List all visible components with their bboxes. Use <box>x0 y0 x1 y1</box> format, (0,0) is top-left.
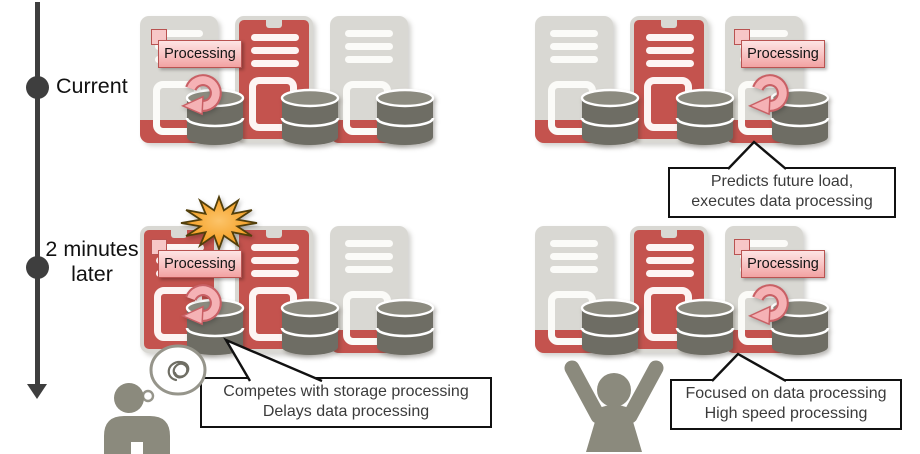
server-vent <box>550 43 598 50</box>
server-notch <box>266 19 282 28</box>
callout-competes-line1: Competes with storage processing <box>223 383 469 400</box>
database-icon <box>674 298 736 358</box>
server-notch <box>266 229 282 238</box>
processing-tag: Processing <box>151 29 242 68</box>
processing-tag-label: Processing <box>158 40 242 68</box>
server-vent <box>251 257 299 264</box>
timeline-arrowhead-icon <box>27 384 47 399</box>
burst-icon <box>179 193 259 253</box>
timeline-label-current: Current <box>56 74 128 98</box>
server-vent <box>345 253 393 260</box>
scene-later-right: Processing <box>535 226 835 376</box>
database-icon <box>374 298 436 358</box>
database-icon <box>674 88 736 148</box>
timeline-dot-current <box>26 76 49 99</box>
server-vent <box>251 60 299 67</box>
server-vent <box>251 47 299 54</box>
callout-pointer <box>223 337 323 383</box>
refresh-icon <box>747 280 793 326</box>
processing-tag: Processing <box>734 239 825 278</box>
server-vent <box>251 34 299 41</box>
callout-predicts-line2: executes data processing <box>691 193 873 211</box>
timeline-dot-later <box>26 256 49 279</box>
server-vent <box>740 30 788 37</box>
server-vent <box>550 266 598 273</box>
server-vent <box>646 60 694 67</box>
database-icon <box>279 88 341 148</box>
timeline-line <box>35 2 40 386</box>
processing-tag: Processing <box>151 239 242 278</box>
server-vent <box>251 270 299 277</box>
timeline-label-later: 2 minutes later <box>36 237 148 288</box>
callout-pointer <box>711 352 787 383</box>
callout-predicts: Predicts future load, executes data proc… <box>668 140 896 219</box>
server-vent <box>550 56 598 63</box>
scene-current-left: Processing <box>140 16 440 166</box>
refresh-icon <box>747 70 793 116</box>
server-vent <box>156 244 204 251</box>
server-notch <box>661 229 677 238</box>
database-icon <box>374 88 436 148</box>
server-vent <box>550 30 598 37</box>
server-vent <box>345 43 393 50</box>
callout-focused-line1: Focused on data processing <box>685 385 887 402</box>
server-vent <box>251 244 299 251</box>
server-vent <box>646 244 694 251</box>
callout-focused-line2: High speed processing <box>704 405 868 423</box>
processing-tag-label: Processing <box>741 40 825 68</box>
server-vent <box>646 257 694 264</box>
scene-current-right: Processing <box>535 16 835 166</box>
server-vent <box>345 30 393 37</box>
callout-predicts-line1: Predicts future load, <box>710 173 854 190</box>
server-vent <box>550 240 598 247</box>
server-vent <box>345 56 393 63</box>
person-confused-icon <box>98 382 176 454</box>
server-vent <box>345 266 393 273</box>
server-vent <box>740 240 788 247</box>
database-icon <box>579 298 641 358</box>
server-vent <box>646 34 694 41</box>
timeline-label-later-line1: 2 minutes <box>45 237 139 261</box>
person-celebrating-icon <box>558 356 670 452</box>
server-notch <box>171 229 187 238</box>
server-vent <box>155 30 203 37</box>
callout-pointer <box>727 140 787 171</box>
server-vent <box>345 240 393 247</box>
scene-later-left: Processing <box>140 226 440 376</box>
processing-tag: Processing <box>734 29 825 68</box>
processing-tag-label: Processing <box>741 250 825 278</box>
database-icon <box>579 88 641 148</box>
server-vent <box>550 253 598 260</box>
processing-tag-label: Processing <box>158 250 242 278</box>
callout-competes-line2: Delays data processing <box>262 403 430 421</box>
server-notch <box>661 19 677 28</box>
server-vent <box>646 270 694 277</box>
refresh-icon <box>180 280 226 326</box>
refresh-icon <box>180 70 226 116</box>
server-vent <box>646 47 694 54</box>
callout-focused: Focused on data processing High speed pr… <box>670 352 902 431</box>
timeline-label-later-line2: later <box>71 262 113 287</box>
callout-competes: Competes with storage processing Delays … <box>200 337 492 429</box>
